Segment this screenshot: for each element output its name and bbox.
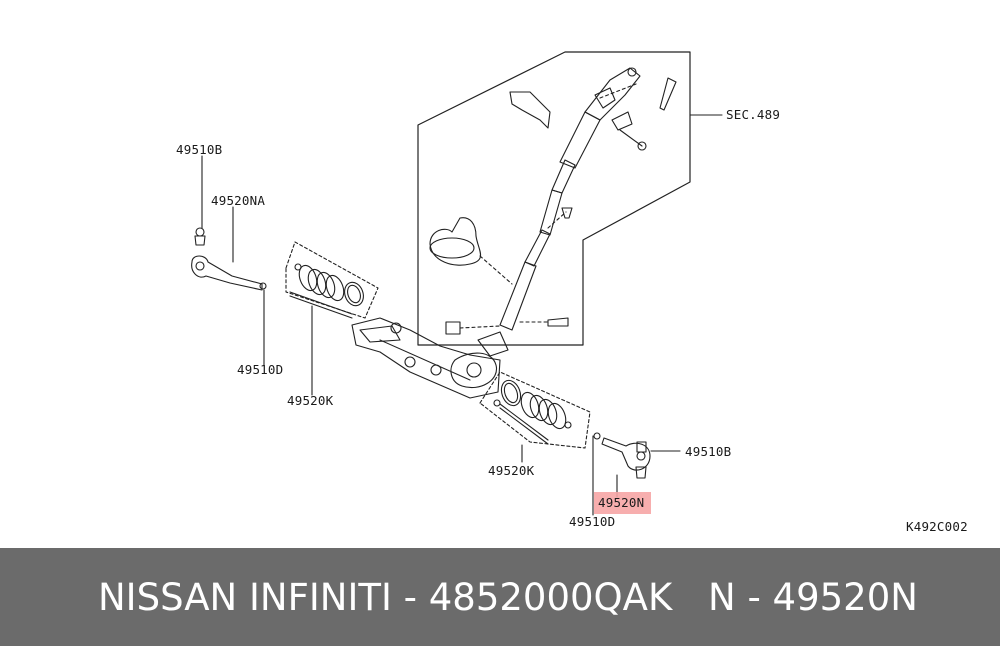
lower-bolts xyxy=(445,317,569,335)
parts-diagram: SEC.489 49510B 49520NA 49510D 49520K 495… xyxy=(176,51,968,534)
footer-banner: NISSAN INFINITI - 4852000QAK N - 49520N xyxy=(0,548,1000,646)
steering-column xyxy=(499,67,677,331)
label-49510D-left: 49510D xyxy=(237,362,284,377)
steering-rack xyxy=(351,317,509,399)
boot-kit-box-left xyxy=(285,241,379,319)
highlight-49520N xyxy=(594,492,651,514)
label-49510D-right: 49510D xyxy=(569,514,616,529)
boot-left xyxy=(289,263,364,319)
label-49520NA: 49520NA xyxy=(211,193,266,208)
section-boundary xyxy=(417,51,691,346)
label-49510B-right: 49510B xyxy=(685,444,732,459)
tie-rod-end-left xyxy=(191,227,267,291)
diagram-drawing xyxy=(191,51,723,516)
label-49520K-right: 49520K xyxy=(488,463,535,478)
boot-right xyxy=(493,379,572,445)
footer-part-code: N - 49520N xyxy=(708,576,918,619)
boot-kit-box-right xyxy=(479,371,591,449)
label-sec-489: SEC.489 xyxy=(726,107,781,122)
tie-rod-end-right xyxy=(593,432,651,479)
footer-brand-part-number: NISSAN INFINITI - 4852000QAK xyxy=(98,576,673,619)
label-49520K-left: 49520K xyxy=(287,393,334,408)
label-49520N: 49520N xyxy=(598,495,645,510)
diagram-code: K492C002 xyxy=(906,519,968,534)
label-49510B-top: 49510B xyxy=(176,142,223,157)
column-boot xyxy=(429,217,513,285)
